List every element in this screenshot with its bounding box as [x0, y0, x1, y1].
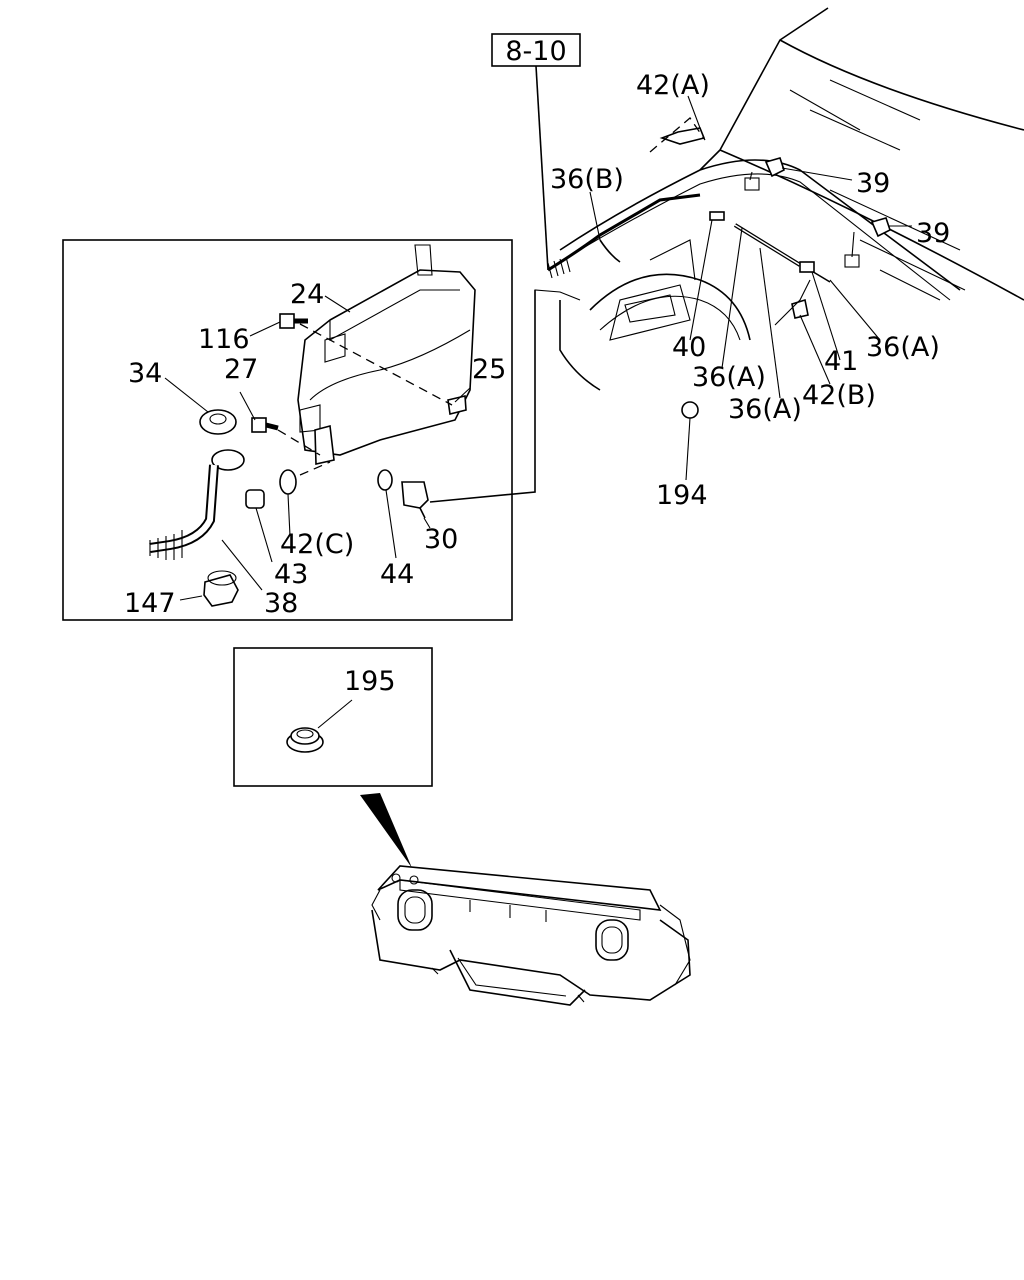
check-valve-41[interactable]: [799, 261, 815, 273]
grommet-195[interactable]: [286, 727, 324, 753]
callout-42b: 42(B): [802, 380, 876, 411]
washer-tank-24[interactable]: [297, 244, 476, 465]
washer-pump-30[interactable]: [401, 481, 429, 519]
callout-27: 27: [224, 354, 258, 385]
callout-194: 194: [656, 480, 708, 511]
callout-147: 147: [124, 588, 176, 619]
clip-42a[interactable]: [649, 117, 706, 153]
washer-hose-36a[interactable]: [733, 223, 831, 283]
callout-39-lower: 39: [916, 218, 950, 249]
callout-24: 24: [290, 279, 324, 310]
hose-43[interactable]: [245, 489, 265, 509]
callout-36a-right: 36(A): [866, 332, 940, 363]
clip-42c[interactable]: [279, 469, 297, 495]
radiator-support-illustration: [371, 865, 691, 1006]
joint-40[interactable]: [709, 211, 725, 221]
clip-42b[interactable]: [774, 279, 811, 326]
tank-inset-box: [62, 239, 513, 621]
callout-116: 116: [198, 324, 250, 355]
callout-25: 25: [472, 354, 506, 385]
callout-43: 43: [274, 559, 308, 590]
callout-44: 44: [380, 559, 414, 590]
callout-42c: 42(C): [280, 529, 354, 560]
callout-195: 195: [344, 666, 396, 697]
cap-147[interactable]: [203, 570, 239, 607]
callout-36b: 36(B): [550, 164, 624, 195]
pointer-wedge: [360, 793, 412, 868]
reference-box-label: 8-10: [505, 36, 566, 67]
bolt-27[interactable]: [251, 417, 279, 433]
callout-36a-middle: 36(A): [728, 394, 802, 425]
callout-38: 38: [264, 588, 298, 619]
callout-41: 41: [824, 346, 858, 377]
callout-36a-left: 36(A): [692, 362, 766, 393]
callout-34: 34: [128, 358, 162, 389]
nozzle-39-right[interactable]: [870, 217, 891, 238]
callout-40: 40: [672, 332, 706, 363]
grommet-194[interactable]: [681, 401, 699, 419]
reference-leader: [535, 65, 549, 271]
grommet-inset-box: [233, 647, 433, 787]
vehicle-cowl-illustration: [559, 7, 1024, 391]
filler-neck-38[interactable]: [149, 449, 245, 560]
callout-30: 30: [424, 524, 458, 555]
hose-routing-line: [429, 290, 536, 503]
callout-39-upper: 39: [856, 168, 890, 199]
nozzle-39-left[interactable]: [764, 157, 785, 178]
reference-box-8-10[interactable]: 8-10: [491, 33, 581, 67]
cap-34[interactable]: [199, 409, 237, 435]
bolt-116[interactable]: [279, 313, 308, 329]
washer-hose-36b[interactable]: [534, 193, 701, 301]
callout-42a: 42(A): [636, 70, 710, 101]
grommet-44[interactable]: [377, 469, 393, 491]
